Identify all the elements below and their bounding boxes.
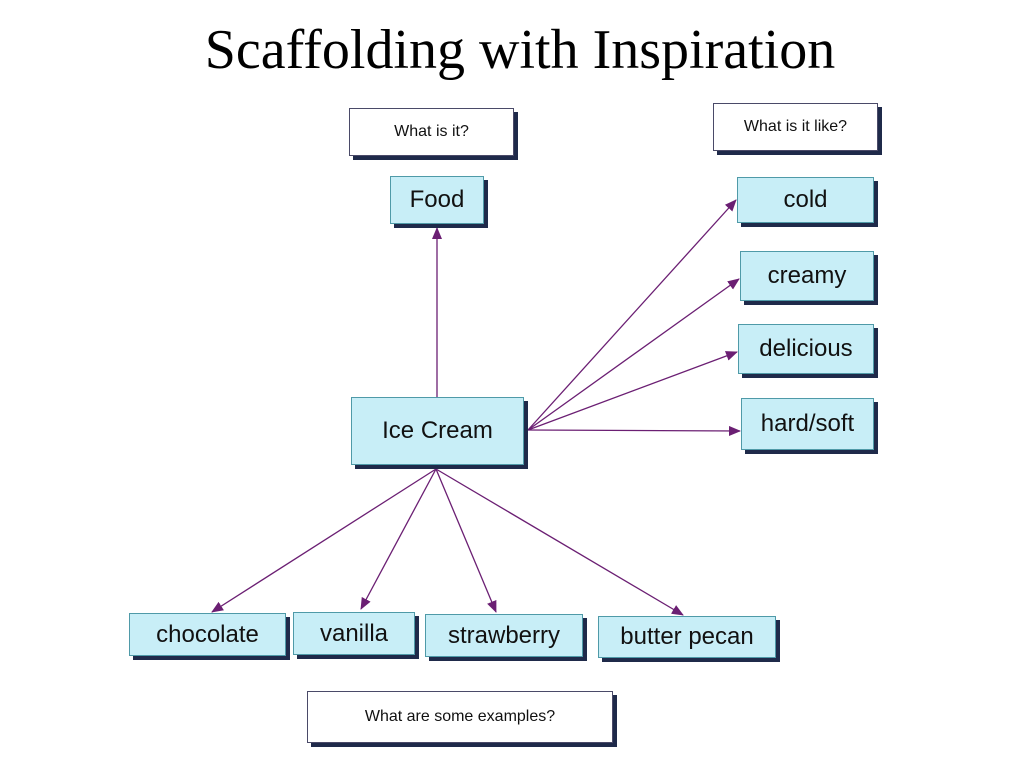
node-vanilla: vanilla	[293, 612, 415, 655]
slide-title: Scaffolding with Inspiration	[204, 19, 836, 81]
prompt-what-is-it: What is it?	[349, 108, 514, 156]
link-to-butter-pecan	[435, 468, 684, 616]
link-to-creamy	[527, 278, 740, 431]
link-to-delicious	[527, 351, 738, 431]
prompt-examples: What are some examples?	[307, 691, 613, 743]
link-to-vanilla	[360, 468, 437, 610]
prompt-what-is-it-like: What is it like?	[713, 103, 878, 151]
node-butter-pecan: butter pecan	[598, 616, 776, 658]
node-cold: cold	[737, 177, 874, 223]
link-to-strawberry	[435, 468, 497, 613]
node-food: Food	[390, 176, 484, 224]
link-to-cold	[527, 199, 737, 431]
node-strawberry: strawberry	[425, 614, 583, 657]
node-hard-soft: hard/soft	[741, 398, 874, 450]
node-delicious: delicious	[738, 324, 874, 374]
node-ice-cream: Ice Cream	[351, 397, 524, 465]
node-chocolate: chocolate	[129, 613, 286, 656]
link-to-hard-soft	[527, 425, 741, 436]
node-creamy: creamy	[740, 251, 874, 301]
link-to-chocolate	[211, 468, 437, 613]
